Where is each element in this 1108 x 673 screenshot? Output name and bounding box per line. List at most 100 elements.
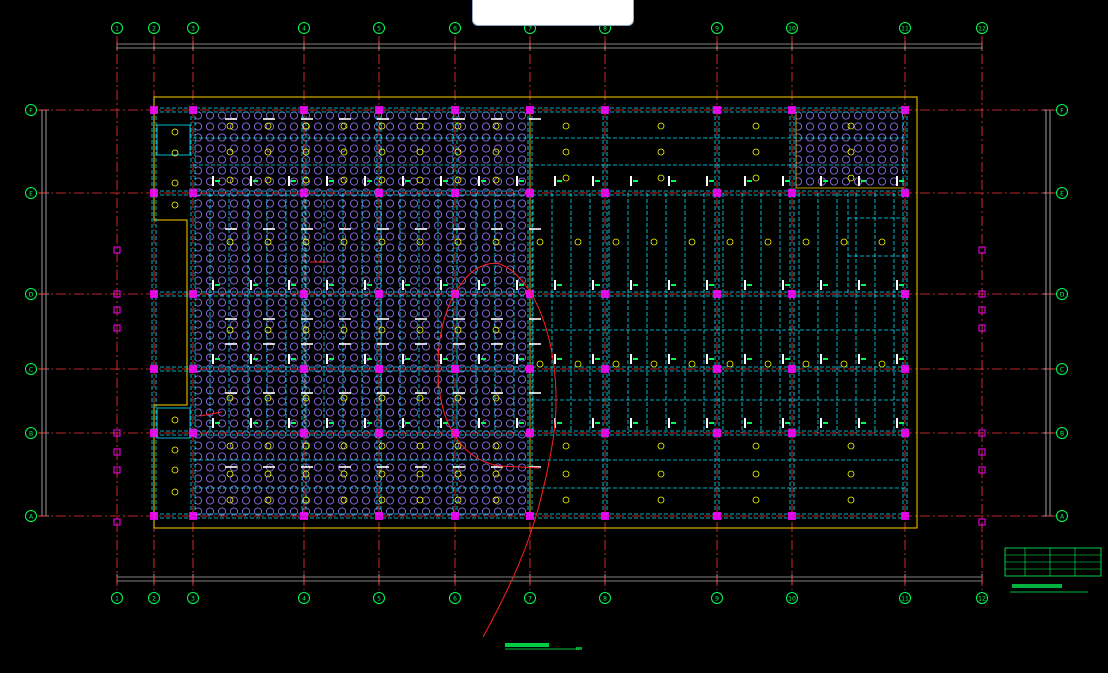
column-detail-mark (478, 280, 480, 290)
tag-circle (302, 122, 310, 130)
column (150, 290, 158, 298)
beam-label-text (263, 228, 275, 230)
tag-circle (378, 148, 386, 156)
column-detail-mark (516, 354, 518, 364)
axis-right-E-bubble (1056, 187, 1068, 199)
column (451, 365, 459, 373)
beam-label-text (529, 343, 541, 345)
column-detail-mark (478, 176, 480, 186)
column (526, 429, 534, 437)
tag-circle (226, 238, 234, 246)
beam-label-text (529, 228, 541, 230)
axis-bottom-6-label: 6 (453, 596, 457, 603)
annotation-mark (367, 284, 372, 286)
annotation-mark (861, 180, 866, 182)
tag-circle (657, 496, 665, 504)
tag-circle (264, 326, 272, 334)
tag-circle (340, 470, 348, 478)
beam-label-text (415, 228, 427, 230)
column-detail-mark (820, 418, 822, 428)
tag-circle (302, 148, 310, 156)
annotation-mark (595, 284, 600, 286)
column-detail-mark (478, 418, 480, 428)
column (713, 106, 721, 114)
tag-circle (650, 360, 658, 368)
tag-circle (340, 496, 348, 504)
title-block (1004, 547, 1102, 593)
beam-label-text (339, 466, 351, 468)
column-detail-mark (212, 418, 214, 428)
axis-right-C-bubble (1056, 363, 1068, 375)
tag-circle (416, 442, 424, 450)
axis-top-5-label: 5 (377, 26, 381, 33)
tag-circle (264, 394, 272, 402)
annotation-mark (443, 180, 448, 182)
column-detail-mark (554, 280, 556, 290)
column-layer (113, 106, 986, 526)
column (601, 429, 609, 437)
tag-circle (612, 360, 620, 368)
side-marker (978, 429, 986, 437)
column-detail-mark (630, 176, 632, 186)
tag-circle (378, 238, 386, 246)
column-detail-mark (630, 418, 632, 428)
beam-label-text (339, 318, 351, 320)
tag-circle (454, 496, 462, 504)
tag-circle (378, 176, 386, 184)
axis-left-C-label: C (29, 367, 33, 374)
column (713, 189, 721, 197)
beam-label-text (415, 118, 427, 120)
column (788, 290, 796, 298)
beam-label-text (225, 118, 237, 120)
column (150, 365, 158, 373)
tag-circle (226, 394, 234, 402)
annotation-mark (595, 358, 600, 360)
column (300, 429, 308, 437)
column (451, 512, 459, 520)
tag-circle (378, 470, 386, 478)
annotation-mark (671, 284, 676, 286)
tag-circle (454, 238, 462, 246)
tag-circle (562, 122, 570, 130)
column-detail-mark (440, 354, 442, 364)
tag-circle (454, 148, 462, 156)
tag-circle (492, 496, 500, 504)
beam-label-text (263, 466, 275, 468)
tag-circle (752, 148, 760, 156)
column (601, 189, 609, 197)
column-detail-mark (364, 176, 366, 186)
tag-circle (340, 442, 348, 450)
axis-bottom-5-label: 5 (377, 596, 381, 603)
beam-label-text (453, 228, 465, 230)
annotation-mark (709, 284, 714, 286)
tag-circle (416, 122, 424, 130)
tag-circle (264, 470, 272, 478)
beam-label-text (529, 466, 541, 468)
tag-circle (454, 122, 462, 130)
tag-circle (764, 360, 772, 368)
tag-circle (454, 176, 462, 184)
annotation-mark (671, 422, 676, 424)
side-marker (978, 290, 986, 298)
side-marker (113, 246, 121, 254)
annotation-mark (367, 422, 372, 424)
beam-label-text (301, 343, 313, 345)
beam-label-text (301, 392, 313, 394)
axis-right-C-label: C (1060, 367, 1064, 374)
column-detail-mark (706, 354, 708, 364)
column-detail-mark (440, 280, 442, 290)
axis-top-12-label: 12 (978, 26, 986, 33)
column (150, 512, 158, 520)
beam-label-text (491, 343, 503, 345)
column-detail-mark (516, 280, 518, 290)
annotation-mark (253, 284, 258, 286)
tag-circle (416, 496, 424, 504)
column (189, 189, 197, 197)
tag-circle (416, 238, 424, 246)
floating-input-popup[interactable] (472, 0, 634, 26)
tag-circle (378, 122, 386, 130)
tag-circle (657, 122, 665, 130)
column-detail-mark (440, 176, 442, 186)
